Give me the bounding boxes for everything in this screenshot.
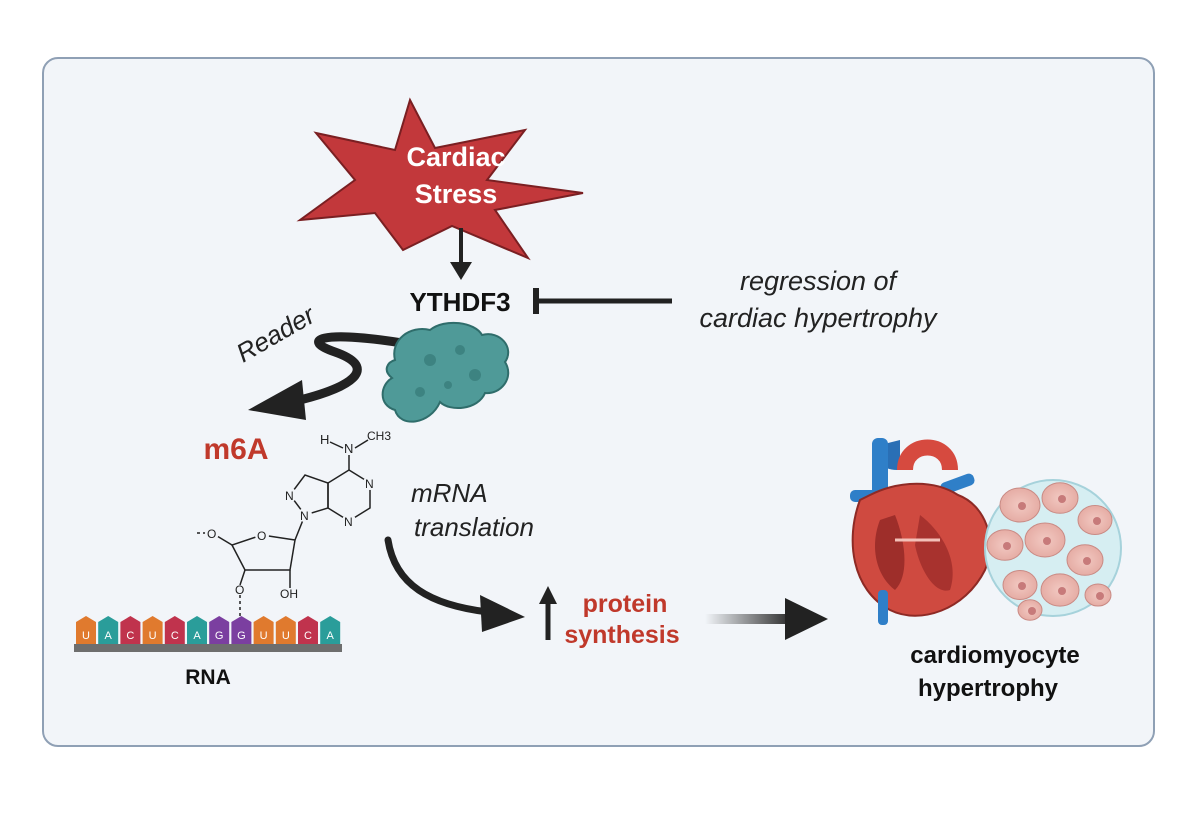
rna-base-letter: C	[171, 630, 179, 642]
m6a-label: m6A	[203, 433, 268, 466]
reader-arrow	[248, 332, 407, 420]
stress-to-ythdf3-arrow	[450, 228, 472, 280]
rna-base-letter: U	[282, 630, 290, 642]
chem-h: H	[320, 432, 329, 447]
rna-base-tile	[275, 616, 296, 644]
chem-ch3: CH3	[367, 429, 391, 443]
rna-base-tile	[298, 616, 318, 644]
cardiomyocyte-tissue-icon	[984, 479, 1122, 621]
rna-base-7: G	[231, 616, 252, 644]
cell-nucleus	[1096, 592, 1104, 600]
chem-o-bridge: O	[235, 583, 244, 597]
chem-o-phosphate: O	[207, 527, 216, 541]
rna-base-letter: C	[126, 630, 134, 642]
cardiac-stress-burst: Cardiac Stress	[296, 97, 584, 261]
cell-nucleus	[1018, 582, 1026, 590]
rna-base-letter: A	[193, 630, 201, 642]
rna-base-letter: G	[215, 630, 224, 642]
rna-base-8: U	[253, 616, 274, 644]
rna-base-tile	[320, 616, 341, 644]
cell-nucleus	[1093, 517, 1101, 525]
inhibition-arrow	[533, 288, 672, 314]
regression-line2: cardiac hypertrophy	[699, 303, 938, 333]
chem-o-ring: O	[257, 529, 266, 543]
rna-base-5: A	[187, 616, 207, 644]
chem-n-amine: N	[344, 441, 353, 456]
ythdf3-protein-icon	[381, 321, 510, 423]
rna-backbone	[74, 644, 342, 652]
rna-base-letter: U	[82, 630, 90, 642]
rna-base-letter: U	[149, 630, 157, 642]
protein-line2: synthesis	[564, 621, 679, 649]
cell-nucleus	[1058, 587, 1066, 595]
rna-base-2: C	[120, 616, 141, 644]
reader-label: Reader	[231, 299, 321, 368]
rna-base-6: G	[209, 616, 230, 644]
cell-nucleus	[1043, 537, 1051, 545]
rna-base-letter: U	[260, 630, 268, 642]
rna-base-11: A	[320, 616, 341, 644]
rna-base-3: U	[142, 616, 163, 644]
rna-base-tile	[231, 616, 252, 644]
rna-base-tile	[187, 616, 207, 644]
rna-base-letter: C	[304, 630, 312, 642]
chem-n2: N	[344, 515, 353, 529]
cell-nucleus	[1018, 502, 1026, 510]
mrna-line1: mRNA	[411, 478, 488, 508]
rna-base-10: C	[298, 616, 318, 644]
cell-nucleus	[1083, 557, 1091, 565]
rna-base-tile	[120, 616, 141, 644]
stress-line2: Stress	[415, 179, 498, 209]
translation-arrow	[384, 536, 525, 632]
protein-line1: protein	[583, 590, 668, 618]
increase-arrow	[539, 586, 557, 640]
rna-base-tile	[253, 616, 274, 644]
rna-base-letter: A	[327, 630, 335, 642]
stress-line1: Cardiac	[406, 142, 505, 172]
rna-base-4: C	[164, 616, 185, 644]
cell-nucleus	[1058, 495, 1066, 503]
rna-base-tile	[209, 616, 230, 644]
chem-atom-labels: H N CH3 N N N N O O OH O	[205, 429, 391, 601]
mrna-line2: translation	[414, 512, 534, 542]
cell-nucleus	[1003, 542, 1011, 550]
chem-n1: N	[365, 477, 374, 491]
rna-base-tile	[76, 616, 96, 644]
chem-n3: N	[285, 489, 294, 503]
chem-n4: N	[300, 509, 309, 523]
heart-icon	[850, 438, 992, 625]
rna-base-tile	[98, 616, 119, 644]
rna-base-0: U	[76, 616, 96, 644]
ythdf3-label: YTHDF3	[409, 287, 510, 317]
rna-base-tile	[164, 616, 185, 644]
rna-base-tile	[142, 616, 163, 644]
rna-base-1: A	[98, 616, 119, 644]
outcome-line1: cardiomyocyte	[910, 642, 1079, 669]
rna-base-letter: A	[105, 630, 113, 642]
cell-nucleus	[1028, 607, 1036, 615]
rna-base-9: U	[275, 616, 296, 644]
regression-line1: regression of	[740, 266, 899, 296]
chem-oh: OH	[280, 587, 298, 601]
synthesis-to-hypertrophy-arrow	[705, 598, 828, 640]
rna-label: RNA	[185, 666, 231, 689]
rna-base-letter: G	[237, 630, 246, 642]
outcome-line2: hypertrophy	[918, 675, 1059, 702]
